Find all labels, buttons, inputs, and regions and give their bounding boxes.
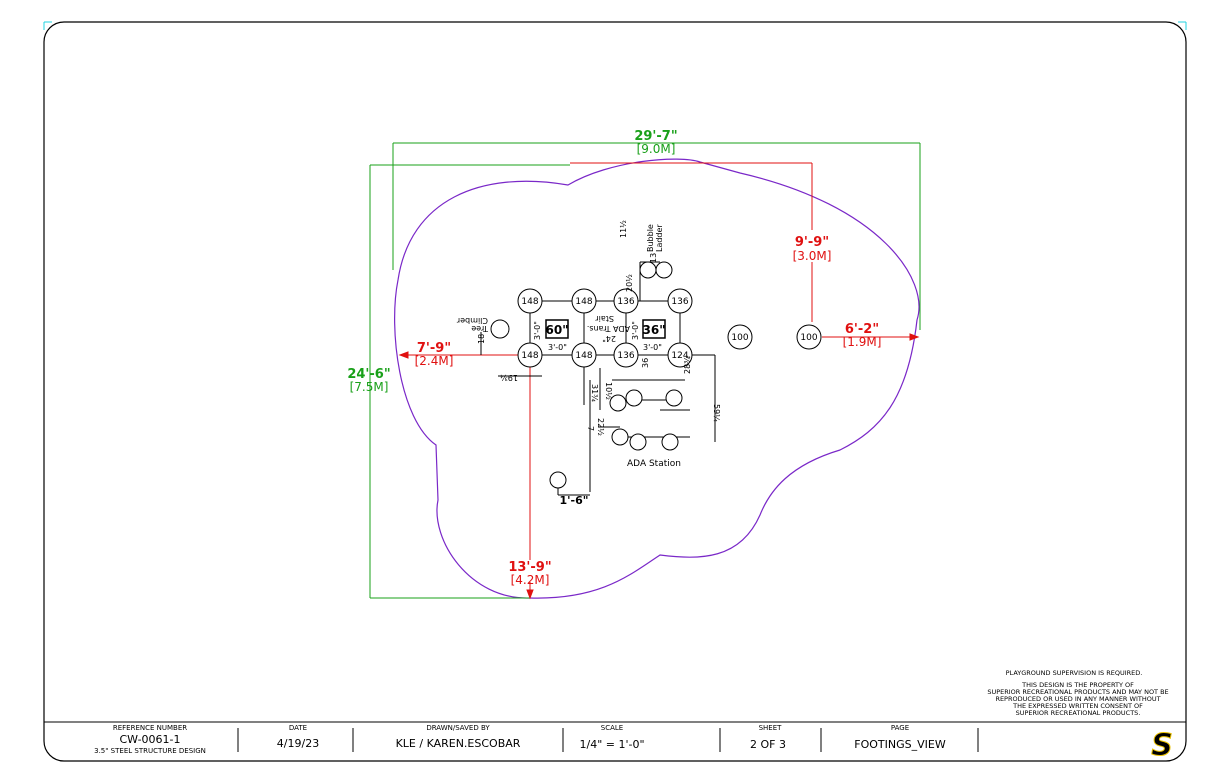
post-label: 124 — [671, 351, 688, 361]
clearance-dims — [398, 162, 920, 600]
svg-text:SUPERIOR RECREATIONAL PRODUCTS: SUPERIOR RECREATIONAL PRODUCTS. — [1016, 709, 1141, 717]
dim-13-label: 13 — [649, 253, 658, 263]
sheet-border — [43, 21, 1187, 762]
bottom-clear-metric: [4.2M] — [511, 573, 550, 587]
stair-label: Stair — [595, 314, 614, 323]
dim-label: 28¾ — [683, 356, 692, 374]
sheet-value: 2 OF 3 — [750, 738, 786, 751]
sheet-label: SHEET — [759, 724, 783, 732]
dim-label: 22½ — [596, 418, 605, 436]
title-block-lines — [44, 721, 1186, 752]
bottom-clear-label: 13'-9" — [508, 560, 551, 575]
dim-label: 31¾ — [590, 384, 599, 402]
right-clear-label: 6'-2" — [845, 322, 879, 337]
ada-station-label: ADA Station — [627, 459, 681, 469]
dim-18-label: 18 — [477, 334, 486, 344]
ref-label: REFERENCE NUMBER — [113, 724, 187, 732]
ref-sub: 3.5" STEEL STRUCTURE DESIGN — [94, 747, 206, 755]
dim-label: 19¾ — [500, 373, 518, 382]
post-label: 148 — [575, 297, 592, 307]
svg-text:REPRODUCED OR USED IN ANY MANN: REPRODUCED OR USED IN ANY MANNER WITHOUT — [995, 695, 1160, 703]
page-value: FOOTINGS_VIEW — [854, 738, 946, 751]
post-label: 148 — [575, 351, 592, 361]
tree-label: Tree — [471, 324, 489, 333]
overall-width-label: 29'-7" — [634, 129, 677, 144]
post-label: 148 — [521, 351, 538, 361]
dim-label: 20½ — [625, 274, 634, 292]
span-label: 3'-0" — [548, 343, 567, 352]
overall-width-metric: [9.0M] — [637, 142, 676, 156]
date-value: 4/19/23 — [277, 737, 319, 750]
post-label: 100 — [800, 333, 817, 343]
date-label: DATE — [289, 724, 307, 732]
post-label: 136 — [617, 351, 634, 361]
company-logo: S — [1151, 728, 1173, 763]
top-clear-label: 9'-9" — [795, 235, 829, 250]
deck-size-60: 60" — [546, 323, 569, 337]
right-clear-metric: [1.9M] — [843, 335, 882, 349]
drawn-label: DRAWN/SAVED BY — [426, 724, 490, 732]
structure-lines — [480, 261, 716, 496]
dim-24-label: 24" — [602, 334, 616, 343]
left-clear-label: 7'-9" — [417, 341, 451, 356]
top-clear-metric: [3.0M] — [793, 249, 832, 263]
span-label: 3'-0" — [643, 343, 662, 352]
scale-label: SCALE — [601, 724, 623, 732]
use-zone-boundary — [394, 158, 920, 599]
span-label: 3'-0" — [631, 321, 640, 340]
overall-depth-label: 24'-6" — [347, 367, 390, 382]
dim-label: 10½ — [604, 382, 613, 400]
page-label: PAGE — [891, 724, 909, 732]
post-label: 136 — [671, 297, 688, 307]
dim-label: 7 — [586, 426, 595, 431]
overall-dims — [369, 142, 921, 599]
dim-1-6-label: 1'-6" — [560, 494, 589, 507]
dim-label: 36 — [641, 358, 650, 368]
bubble-label: Bubble — [646, 224, 655, 252]
svg-text:SUPERIOR RECREATIONAL PRODUCTS: SUPERIOR RECREATIONAL PRODUCTS AND MAY N… — [987, 688, 1168, 696]
deck-size-36: 36" — [643, 323, 666, 337]
property-notes: PLAYGROUND SUPERVISION IS REQUIRED. THIS… — [987, 669, 1168, 717]
dim-label: 59¼ — [712, 404, 721, 422]
post-label: 100 — [731, 333, 748, 343]
climber-label: Climber — [456, 316, 488, 325]
svg-text:THE EXPRESSED WRITTEN CONSENT: THE EXPRESSED WRITTEN CONSENT OF — [1012, 702, 1143, 710]
ada-trans-label: ADA Trans. — [587, 324, 630, 333]
ref-value: CW-0061-1 — [119, 733, 180, 746]
svg-text:THIS DESIGN IS THE PROPERTY OF: THIS DESIGN IS THE PROPERTY OF — [1021, 681, 1134, 689]
left-clear-metric: [2.4M] — [415, 354, 454, 368]
overall-depth-metric: [7.5M] — [350, 380, 389, 394]
ladder-label: Ladder — [655, 224, 664, 252]
post-circles — [490, 261, 822, 489]
span-label: 3'-0" — [533, 321, 542, 340]
drawn-value: KLE / KAREN.ESCOBAR — [396, 737, 521, 750]
scale-value: 1/4" = 1'-0" — [579, 738, 644, 751]
post-label: 148 — [521, 297, 538, 307]
dim-label: 11½ — [619, 220, 628, 238]
post-label: 136 — [617, 297, 634, 307]
supervision-note: PLAYGROUND SUPERVISION IS REQUIRED. — [1006, 669, 1143, 677]
